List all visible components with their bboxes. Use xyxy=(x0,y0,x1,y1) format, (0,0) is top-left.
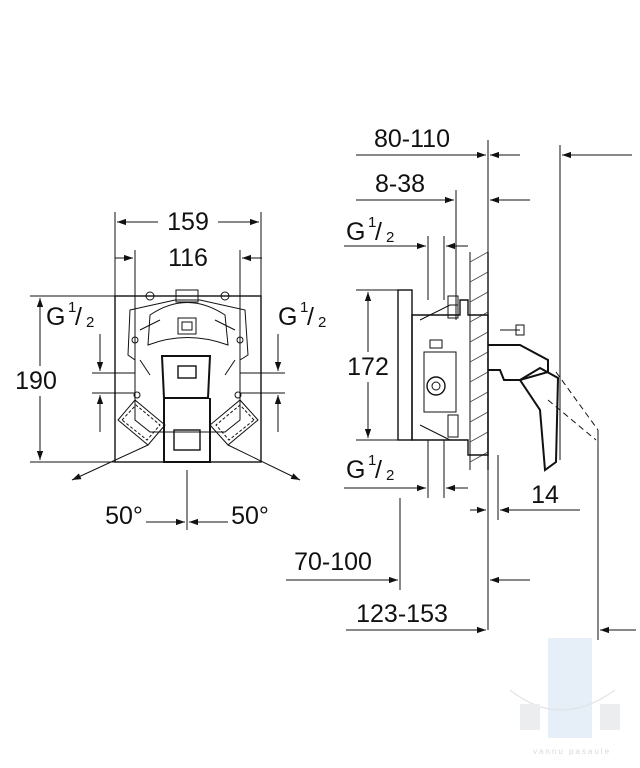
svg-text:G: G xyxy=(278,303,297,331)
connection-top: G 1 / 2 xyxy=(344,214,468,300)
port-circle xyxy=(426,376,446,396)
dim-plate xyxy=(470,455,580,520)
label-angle-right: 50° xyxy=(231,502,269,530)
connection-right: G 1 / 2 xyxy=(274,299,326,432)
svg-text:G: G xyxy=(346,456,365,484)
svg-text:2: 2 xyxy=(386,229,394,246)
label-190: 190 xyxy=(15,367,57,395)
svg-text:/: / xyxy=(375,218,382,246)
angle-lines xyxy=(71,444,301,530)
side-view: 80-110 8-38 G 1 / 2 172 xyxy=(286,125,636,640)
dim-width-inner xyxy=(115,250,262,360)
connection-bottom: G 1 / 2 xyxy=(344,440,468,498)
label-123-153: 123-153 xyxy=(356,600,448,628)
svg-text:2: 2 xyxy=(86,314,94,331)
side-pipes xyxy=(92,372,285,394)
svg-text:1: 1 xyxy=(368,214,376,231)
label-80-110: 80-110 xyxy=(374,125,450,153)
wall-section xyxy=(469,251,489,470)
watermark-logo: vannu pasaule xyxy=(509,638,620,756)
svg-text:/: / xyxy=(375,456,382,484)
svg-text:G: G xyxy=(346,218,365,246)
svg-text:/: / xyxy=(307,303,314,331)
mounting-plate xyxy=(114,295,262,463)
mixer-handle xyxy=(160,355,212,463)
front-view: 159 116 190 G 1 / 2 G 1 xyxy=(8,207,326,530)
svg-text:1: 1 xyxy=(68,299,76,316)
label-159: 159 xyxy=(167,208,209,236)
dim-wall-range xyxy=(356,190,530,320)
dim-depth-range xyxy=(356,140,632,630)
connection-left: G 1 / 2 xyxy=(46,299,104,432)
label-116: 116 xyxy=(168,244,208,272)
side-body xyxy=(397,289,525,456)
label-172: 172 xyxy=(347,353,389,381)
svg-text:2: 2 xyxy=(318,314,326,331)
label-8-38: 8-38 xyxy=(375,170,425,198)
watermark-text: vannu pasaule xyxy=(533,747,611,756)
svg-text:1: 1 xyxy=(368,452,376,469)
side-handle xyxy=(488,344,599,472)
svg-text:G: G xyxy=(46,303,65,331)
label-angle-left: 50° xyxy=(105,502,143,530)
valve-body-outline xyxy=(127,289,249,433)
dim-install-range xyxy=(286,498,530,590)
label-14: 14 xyxy=(531,481,559,509)
dim-total-range xyxy=(346,430,636,640)
svg-text:2: 2 xyxy=(386,467,394,484)
svg-text:/: / xyxy=(75,303,82,331)
svg-text:1: 1 xyxy=(300,299,308,316)
label-70-100: 70-100 xyxy=(294,548,372,576)
